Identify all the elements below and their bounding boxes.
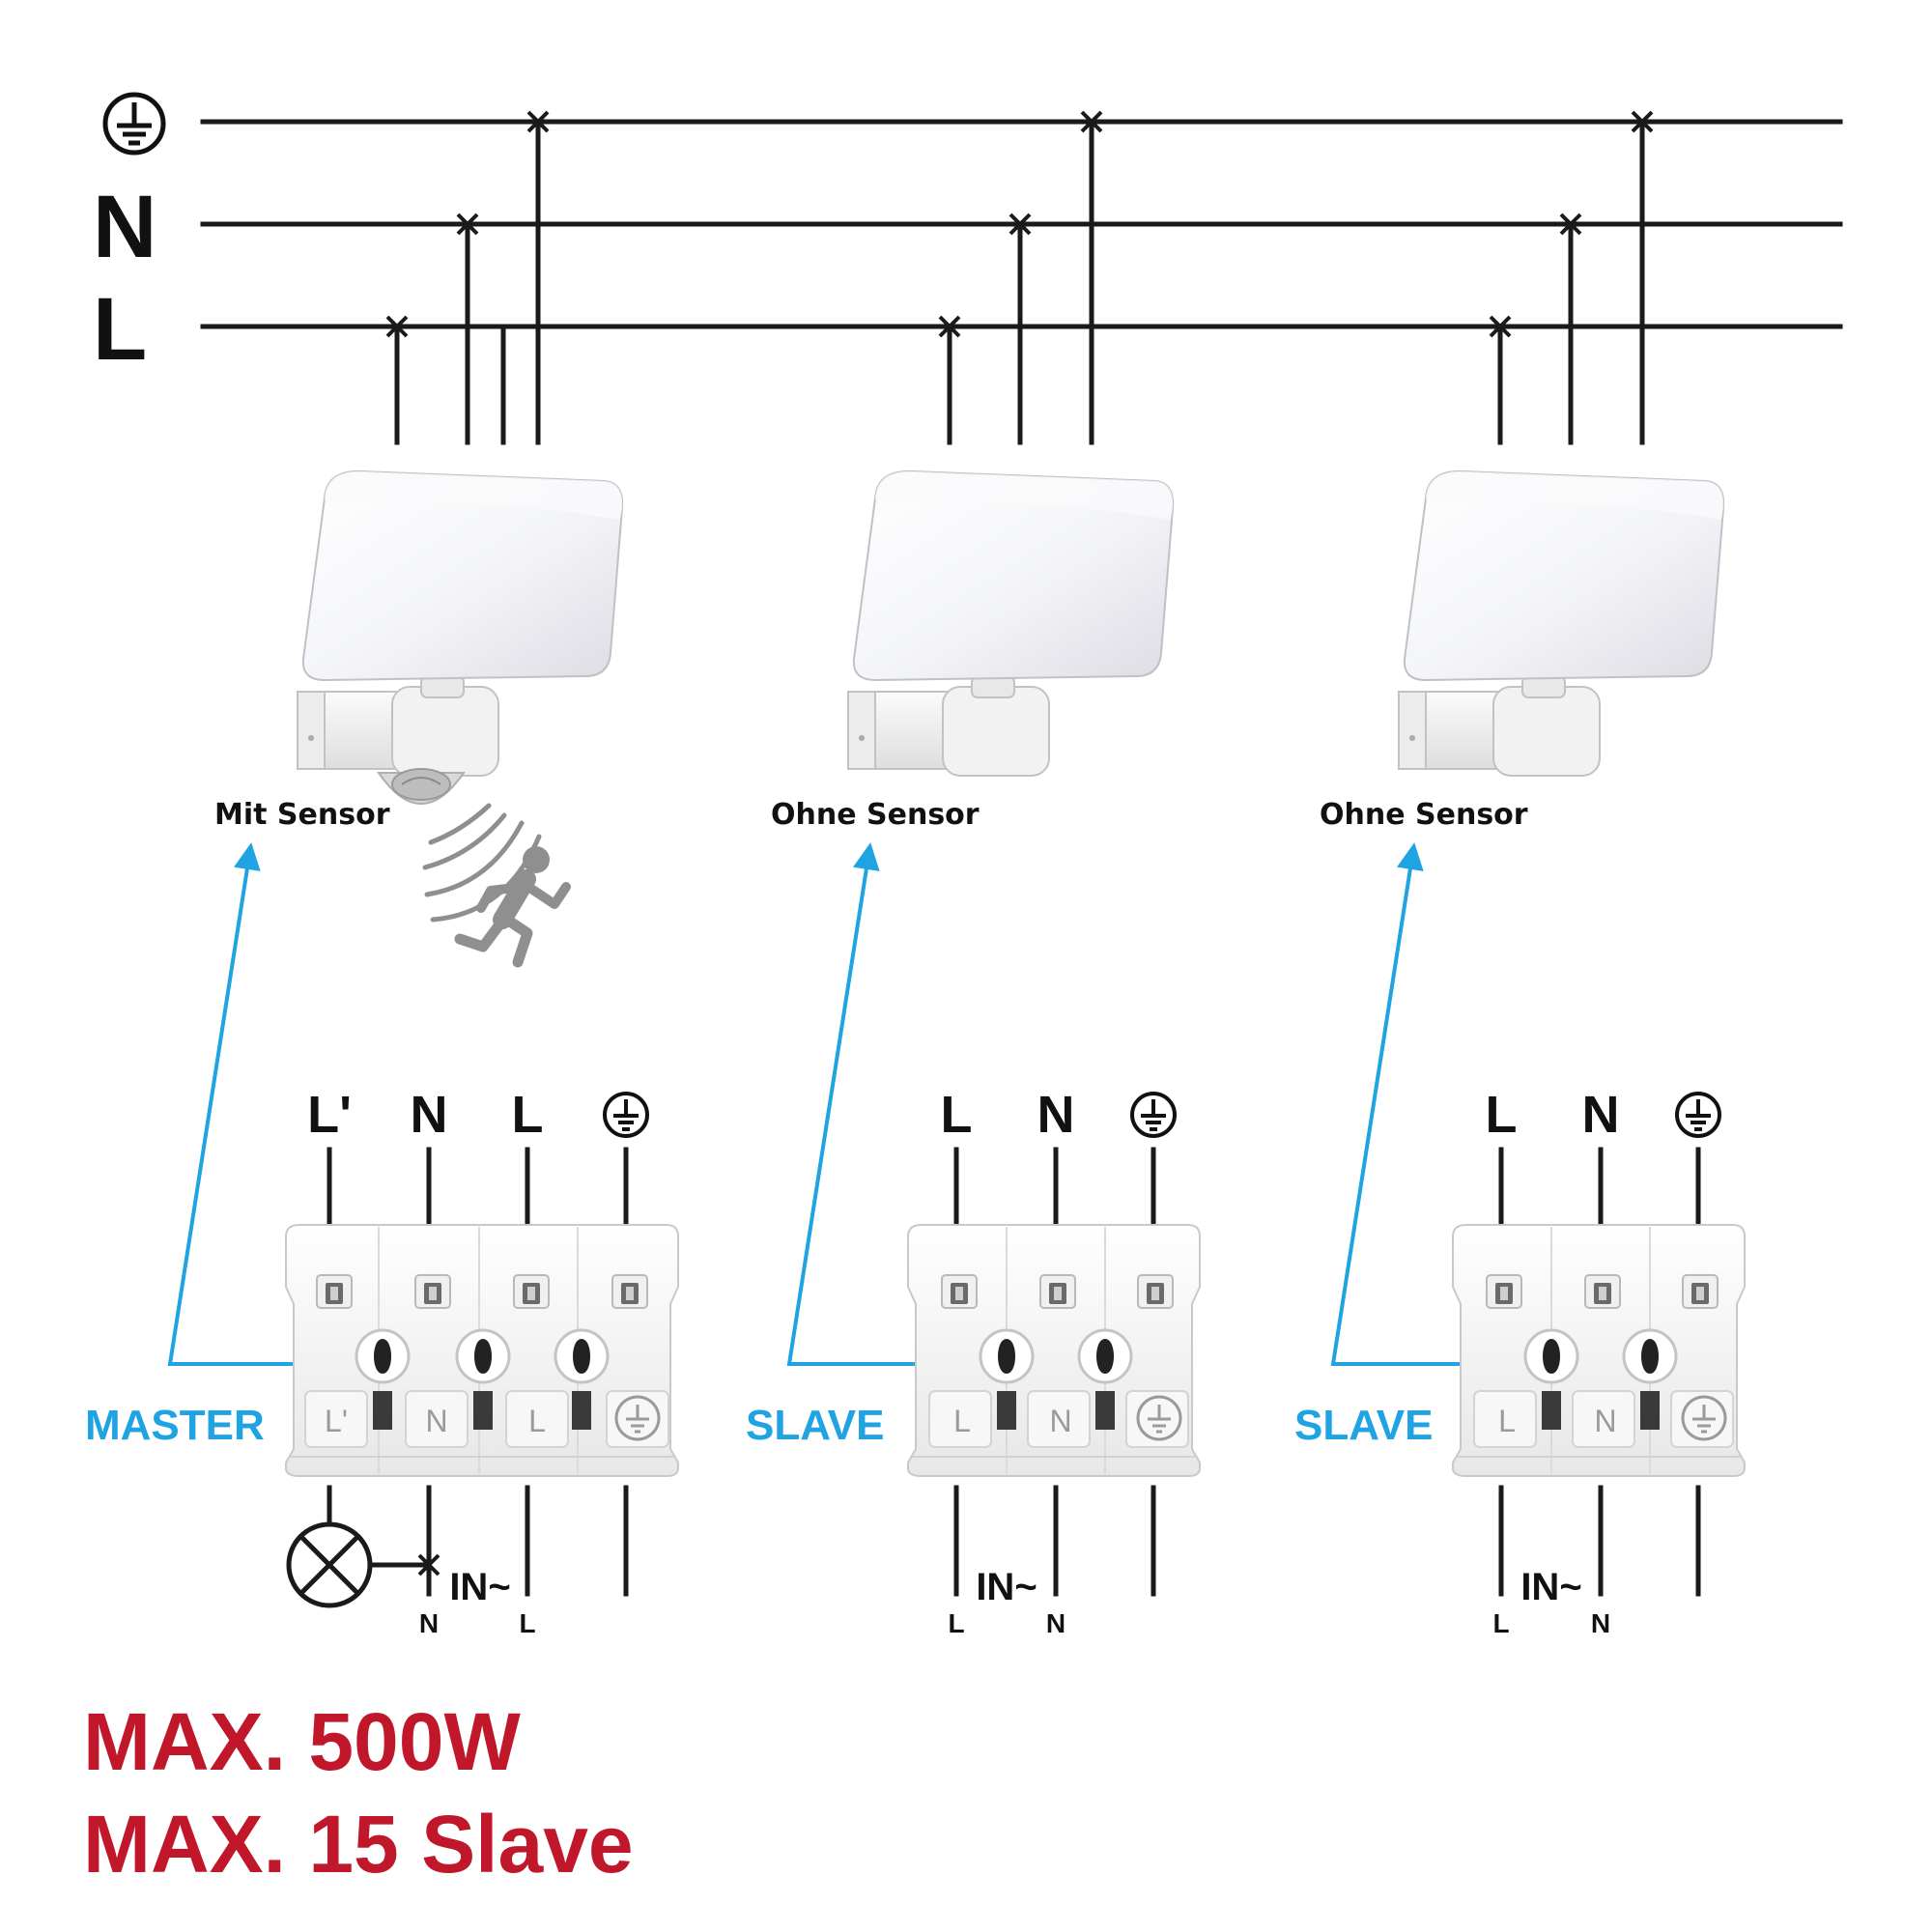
connector-slave-1: L N L N IN~ L N [907,1086,1201,1638]
slave1-bottom-label-l: L [948,1608,964,1638]
running-person-icon [454,846,571,968]
slave2-role-label: SLAVE [1294,1402,1433,1449]
connector-slave-2: L N L N IN~ L N [1452,1086,1746,1638]
lamp-slave-2 [1398,469,1725,777]
slave2-slot-label-l: L [1498,1404,1516,1438]
master-top-label-n: N [411,1086,448,1144]
control-arrows [167,842,1495,1366]
master-slot-label-lprime: L' [325,1404,348,1438]
slave2-top-earth-icon [1675,1092,1721,1138]
slave1-slot-label-l: L [953,1404,971,1438]
slave1-top-label-l: L [941,1086,973,1144]
master-slot-label-l: L [528,1404,546,1438]
lamp-slave-1 [847,469,1175,777]
arrow-slave-1 [786,842,952,1366]
master-role-label: MASTER [85,1402,265,1449]
drop-wires [394,119,1843,445]
lamp-caption-1: Mit Sensor [214,798,390,832]
bus-earth-symbol [105,95,163,153]
slave2-bottom-label-n: N [1591,1608,1610,1638]
slave2-in-label: IN~ [1520,1566,1581,1608]
arrow-slave-2 [1330,842,1495,1366]
slave1-in-label: IN~ [976,1566,1037,1608]
master-slot-label-n: N [425,1404,447,1438]
lamp-load-icon [286,1521,440,1608]
master-top-earth-icon [603,1092,649,1138]
slave1-bottom-label-n: N [1046,1608,1065,1638]
bus-n-label: N [93,178,156,276]
slave2-slot-label-n: N [1594,1404,1616,1438]
bus-l-label: L [93,280,147,379]
spec-max-slaves: MAX. 15 Slave [83,1799,634,1889]
master-top-label-lprime: L' [307,1086,352,1144]
slave1-slot-label-n: N [1049,1404,1071,1438]
lamp-caption-2: Ohne Sensor [771,798,980,832]
slave1-top-earth-icon [1130,1092,1177,1138]
master-top-label-l: L [512,1086,544,1144]
master-bottom-label-n: N [419,1608,439,1638]
motion-sensor-icon [377,768,466,805]
master-in-label: IN~ [449,1566,510,1608]
slave1-top-label-n: N [1037,1086,1075,1144]
spec-max-power: MAX. 500W [83,1696,521,1787]
arrow-master [167,842,332,1366]
motion-detection-icon [422,803,542,923]
connector-master: L' N L L' N L [285,1086,679,1638]
master-bottom-label-l: L [519,1608,535,1638]
slave2-bottom-label-l: L [1492,1608,1509,1638]
lamp-master [297,469,624,805]
lamp-caption-3: Ohne Sensor [1320,798,1528,832]
slave2-top-label-l: L [1486,1086,1518,1144]
slave2-top-label-n: N [1582,1086,1620,1144]
slave1-role-label: SLAVE [746,1402,884,1449]
